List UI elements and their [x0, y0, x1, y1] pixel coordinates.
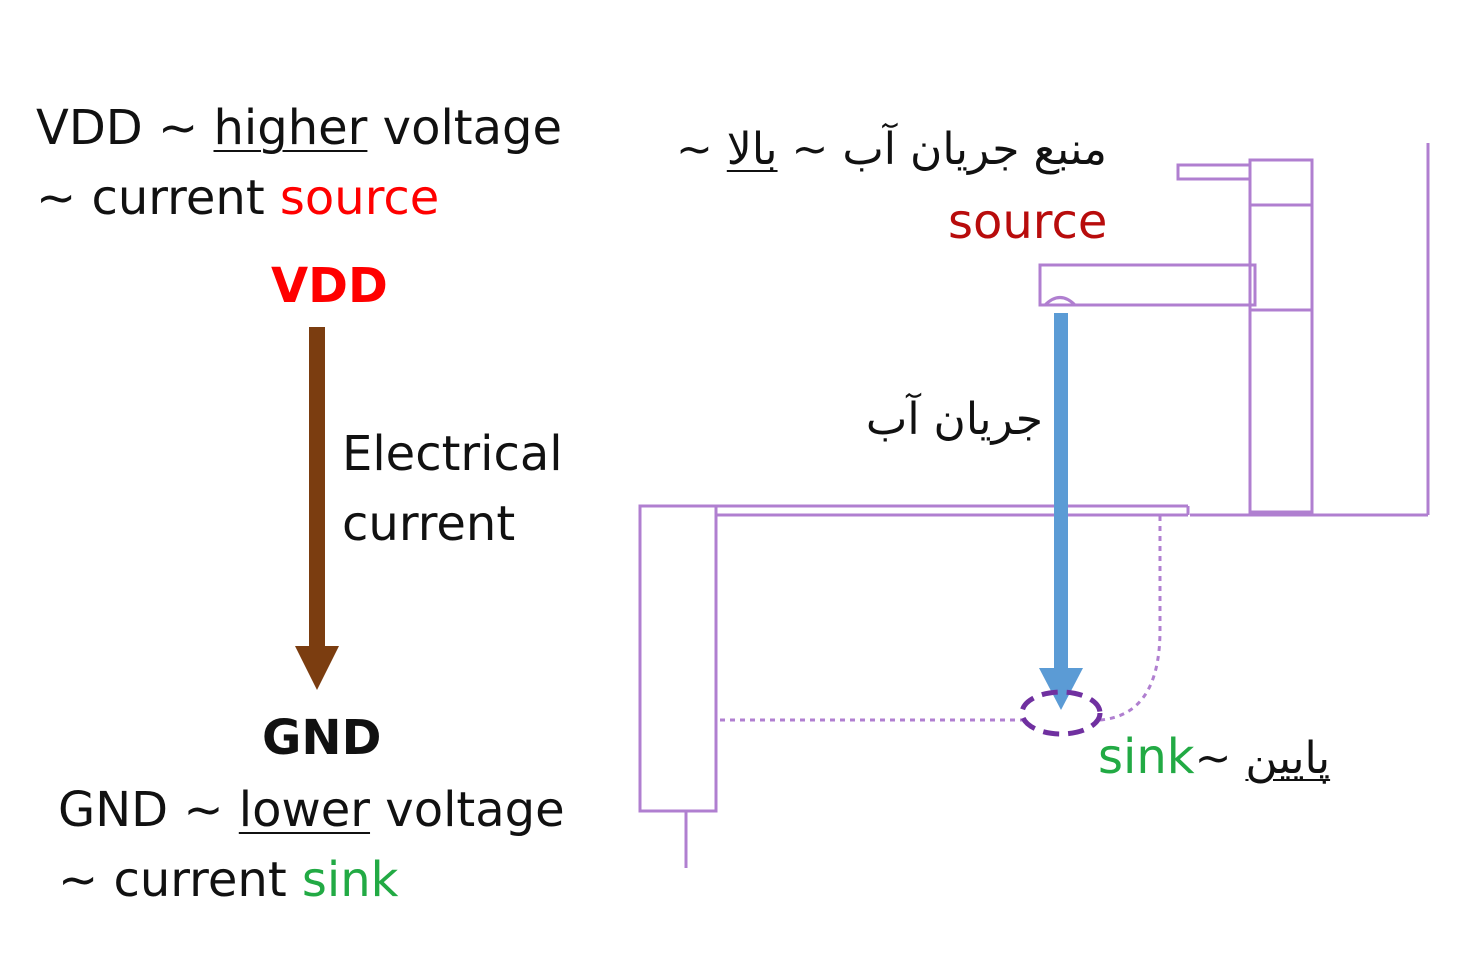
faucet-icon [1038, 158, 1314, 514]
sink-fa-tilde: ~ [1194, 733, 1246, 784]
gnd-label: GND [262, 710, 382, 766]
sink-basin-icon [638, 504, 1190, 868]
vdd-label: VDD [271, 258, 388, 314]
source-fa-tail: ~ [675, 124, 727, 175]
source-fa-label: منبع جریان آب ~ بالا ~ [676, 128, 1107, 172]
source-fa-emphasis: بالا [726, 124, 778, 175]
vdd-description: VDD ~ higher voltage [36, 104, 562, 152]
arrow-label-line2: current [342, 496, 516, 552]
source-desc-prefix: ~ current [36, 170, 280, 226]
wall-line [1190, 143, 1430, 517]
gnd-desc-suffix: voltage [370, 782, 565, 838]
source-en-label: source [948, 194, 1108, 250]
current-arrow-icon [295, 327, 339, 690]
sink-desc-prefix: ~ current [58, 852, 302, 908]
vdd-desc-suffix: voltage [367, 100, 563, 156]
gnd-desc-prefix: GND ~ [58, 782, 239, 838]
sink-desc-emphasis: sink [301, 852, 399, 908]
source-description: ~ current source [36, 174, 439, 222]
sink-description: ~ current sink [58, 856, 398, 904]
basin-dotted-outline [720, 515, 1162, 722]
source-desc-emphasis: source [279, 170, 440, 226]
gnd-description: GND ~ lower voltage [58, 786, 565, 834]
water-flow-arrow-icon [1039, 313, 1083, 710]
arrow-label-line1: Electrical [342, 426, 563, 482]
vdd-desc-prefix: VDD ~ [36, 100, 214, 156]
gnd-desc-emphasis: lower [238, 782, 371, 838]
sink-en-label: sink [1098, 729, 1195, 785]
sink-fa-emphasis: پایین [1245, 733, 1331, 784]
vdd-desc-emphasis: higher [213, 100, 368, 156]
sink-fa-label: پایین ~ [1195, 733, 1331, 784]
drain-icon [1019, 689, 1103, 737]
source-fa-main: منبع جریان آب ~ [777, 124, 1107, 175]
water-flow-fa-label: جریان آب [865, 394, 1043, 445]
